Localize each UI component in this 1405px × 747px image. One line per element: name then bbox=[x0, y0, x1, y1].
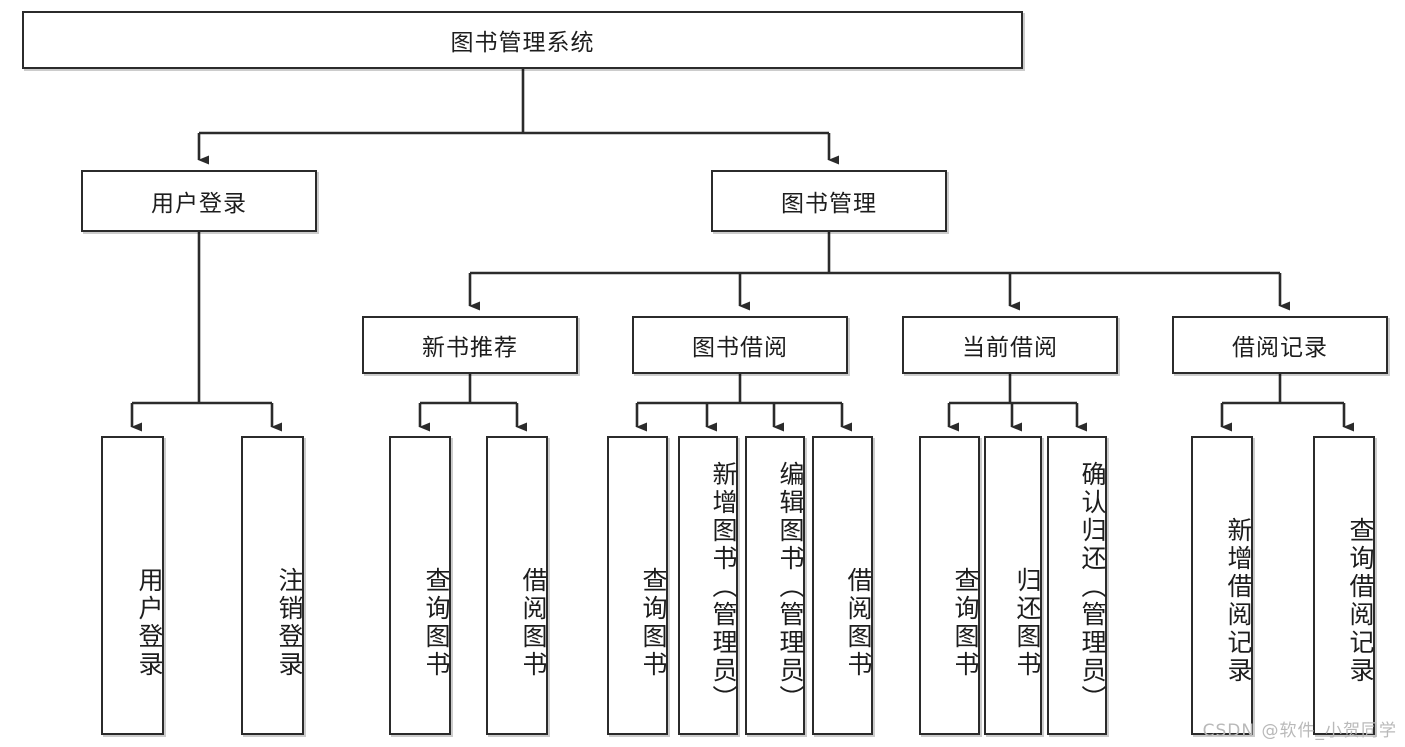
node-label: 当前借阅 bbox=[962, 335, 1058, 361]
node-book-management[interactable]: 图书管理 bbox=[711, 170, 947, 232]
leaf-query-book-recommend[interactable]: 查询图书 bbox=[389, 436, 451, 735]
node-book-borrow[interactable]: 图书借阅 bbox=[632, 316, 848, 374]
node-label: 编辑图书（管理员） bbox=[776, 460, 805, 713]
node-label: 查询图书 bbox=[422, 566, 451, 679]
node-label: 借阅图书 bbox=[844, 566, 873, 679]
leaf-return-book[interactable]: 归还图书 bbox=[984, 436, 1042, 735]
node-label: 查询图书 bbox=[639, 566, 668, 679]
leaf-query-book-current[interactable]: 查询图书 bbox=[919, 436, 980, 735]
node-label: 用户登录 bbox=[135, 566, 164, 679]
leaf-user-logout[interactable]: 注销登录 bbox=[241, 436, 304, 735]
node-root-system[interactable]: 图书管理系统 bbox=[22, 11, 1023, 69]
leaf-edit-book-admin[interactable]: 编辑图书（管理员） bbox=[745, 436, 805, 735]
leaf-borrow-book-borrow[interactable]: 借阅图书 bbox=[812, 436, 873, 735]
node-label: 借阅图书 bbox=[519, 566, 548, 679]
node-label: 查询借阅记录 bbox=[1346, 516, 1375, 685]
node-label: 图书借阅 bbox=[692, 335, 788, 361]
leaf-confirm-return-admin[interactable]: 确认归还（管理员） bbox=[1047, 436, 1107, 735]
node-label: 用户登录 bbox=[151, 191, 247, 217]
leaf-add-borrow-record[interactable]: 新增借阅记录 bbox=[1191, 436, 1253, 735]
node-label: 注销登录 bbox=[275, 566, 304, 679]
node-label: 新增图书（管理员） bbox=[709, 460, 738, 713]
leaf-borrow-book-recommend[interactable]: 借阅图书 bbox=[486, 436, 548, 735]
node-label: 图书管理 bbox=[781, 191, 877, 217]
node-user-login[interactable]: 用户登录 bbox=[81, 170, 317, 232]
leaf-query-book-borrow[interactable]: 查询图书 bbox=[607, 436, 668, 735]
node-new-book-recommend[interactable]: 新书推荐 bbox=[362, 316, 578, 374]
node-borrow-record[interactable]: 借阅记录 bbox=[1172, 316, 1388, 374]
node-label: 新增借阅记录 bbox=[1224, 516, 1253, 685]
node-current-borrow[interactable]: 当前借阅 bbox=[902, 316, 1118, 374]
leaf-query-borrow-record[interactable]: 查询借阅记录 bbox=[1313, 436, 1375, 735]
leaf-add-book-admin[interactable]: 新增图书（管理员） bbox=[678, 436, 738, 735]
node-label: 确认归还（管理员） bbox=[1078, 460, 1107, 713]
node-label: 借阅记录 bbox=[1232, 335, 1328, 361]
leaf-user-login[interactable]: 用户登录 bbox=[101, 436, 164, 735]
node-label: 图书管理系统 bbox=[450, 30, 595, 56]
node-label: 归还图书 bbox=[1013, 566, 1042, 679]
node-label: 新书推荐 bbox=[422, 335, 518, 361]
node-label: 查询图书 bbox=[951, 566, 980, 679]
